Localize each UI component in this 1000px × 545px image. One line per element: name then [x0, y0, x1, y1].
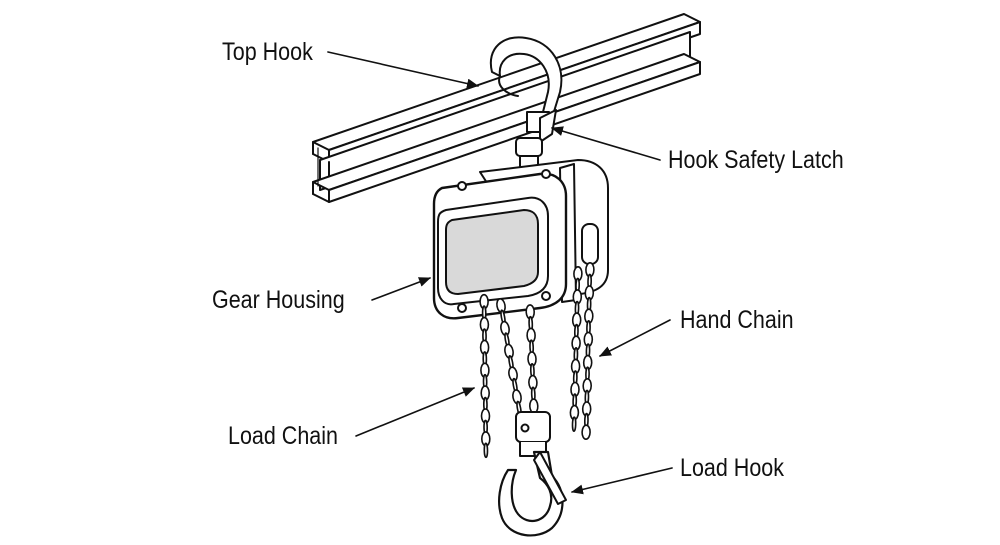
- chain-links: [479, 262, 595, 459]
- label-hook-safety-latch: Hook Safety Latch: [668, 146, 844, 174]
- leader-gear-housing: [371, 277, 431, 301]
- leader-load-hook: [571, 467, 673, 495]
- label-load-hook: Load Hook: [680, 454, 785, 482]
- leader-hook-safety-latch: [551, 126, 661, 161]
- label-gear-housing: Gear Housing: [212, 286, 345, 314]
- leader-top-hook: [327, 51, 479, 89]
- hand-chain-strand-front: [581, 262, 595, 440]
- load-chain-strand-middle: [496, 297, 522, 416]
- label-load-chain: Load Chain: [228, 422, 338, 450]
- label-top-hook: Top Hook: [222, 38, 313, 66]
- chain-link: [483, 442, 489, 459]
- gear-housing-illustration: [432, 169, 568, 320]
- load-hook-illustration: [498, 450, 567, 537]
- hand-chain-strand-back: [569, 266, 583, 432]
- label-hand-chain: Hand Chain: [680, 306, 794, 334]
- i-beam: [312, 13, 701, 203]
- load-chain-strand-right: [525, 304, 539, 414]
- leader-lines: [327, 51, 673, 495]
- leader-hand-chain: [599, 319, 671, 357]
- load-chain-strand-left: [479, 293, 491, 459]
- chain-link: [581, 424, 591, 440]
- leader-load-chain: [355, 387, 475, 437]
- load-block: [515, 411, 551, 457]
- chain-link: [571, 416, 577, 432]
